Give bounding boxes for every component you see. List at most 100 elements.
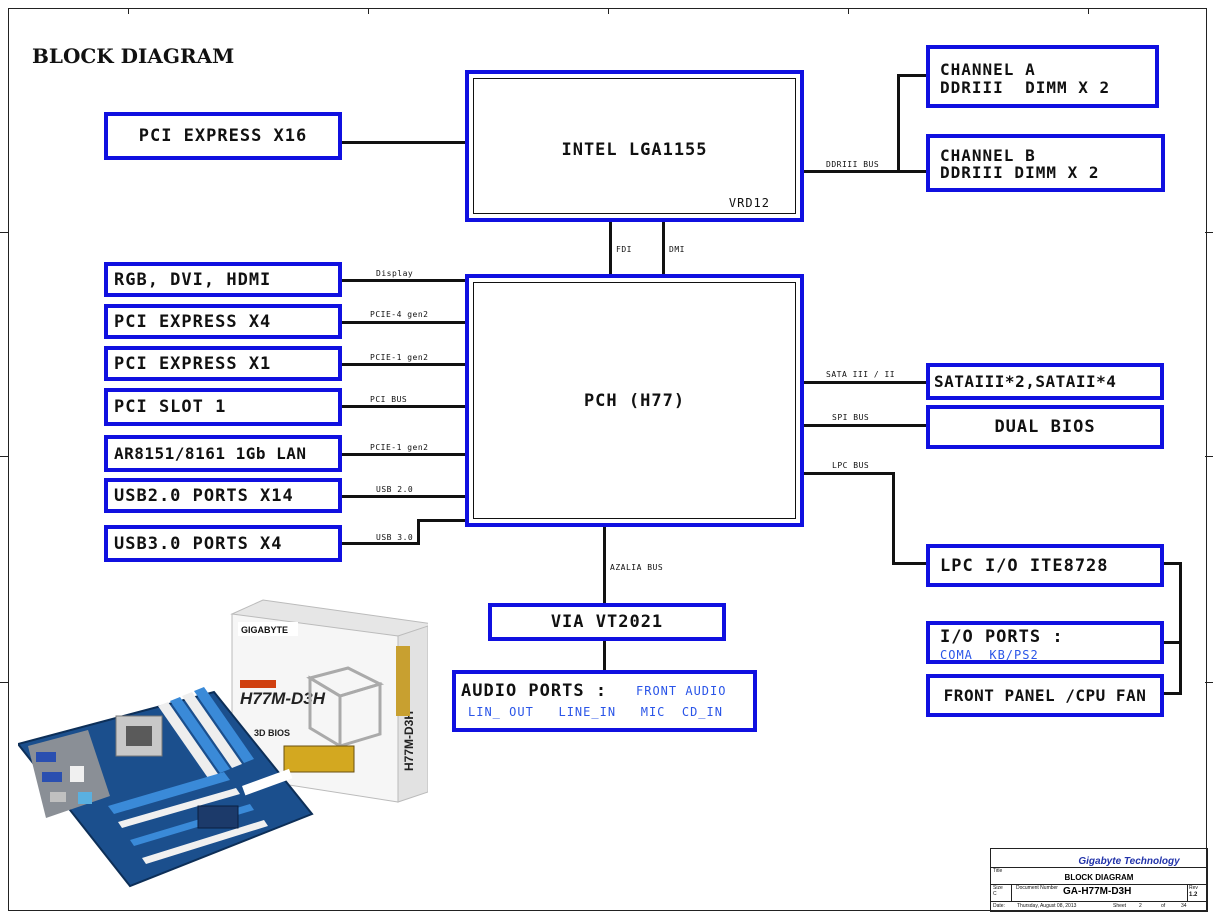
motherboard-cpu-lever (126, 726, 152, 746)
title-block-sheet-label: Sheet (1113, 903, 1127, 909)
io-ports-label: I/O PORTS : (940, 627, 1064, 647)
motherboard-logo-plate (242, 768, 293, 796)
frame-tick (0, 682, 8, 683)
usb2-bus-label: USB 2.0 (376, 485, 414, 494)
title-block-date-label: Date: (993, 903, 1005, 909)
lpc-link-b (892, 472, 895, 564)
display-bus-label: Display (376, 269, 414, 278)
front-audio-label: FRONT AUDIO (636, 684, 727, 698)
front-panel-link (1162, 692, 1182, 695)
ddr-bus-line (803, 170, 899, 173)
ddr-bus-chan-a (897, 74, 928, 77)
motherboard-rear-ports (36, 752, 92, 804)
io-ports-sub: COMA KB/PS2 (940, 648, 1039, 662)
channel-a-block: CHANNEL A DDRIII DIMM X 2 (926, 45, 1159, 108)
pcie16-block: PCI EXPRESS X16 (104, 112, 342, 160)
title-block: Gigabyte Technology Title BLOCK DIAGRAM … (990, 848, 1208, 912)
frame-tick (368, 8, 369, 14)
package-badge-strip (240, 680, 276, 688)
lpc-io-block: LPC I/O ITE8728 (926, 544, 1164, 587)
lpc-io-out (1162, 562, 1182, 565)
sata-label: SATAIII*2,SATAII*4 (934, 372, 1117, 391)
channel-a-line1: CHANNEL A (940, 60, 1036, 79)
frame-tick (1088, 8, 1089, 14)
fdi-line (609, 220, 612, 276)
pci-bus-label: PCI BUS (370, 395, 408, 404)
frame-tick (848, 8, 849, 14)
pci-link (340, 405, 466, 408)
motherboard-chipset (197, 805, 239, 829)
pch-label: PCH (H77) (583, 390, 686, 411)
pci-slot-label: PCI SLOT 1 (114, 397, 227, 417)
ddr-bus-label: DDRIII BUS (826, 160, 880, 169)
audio-ports-block: AUDIO PORTS : FRONT AUDIO LIN_ OUT LINE_… (452, 670, 757, 732)
dmi-line (662, 220, 665, 276)
pcie4-block: PCI EXPRESS X4 (104, 304, 342, 339)
audio-ports-label: AUDIO PORTS : (461, 681, 608, 701)
title-block-rev: 1.2 (1189, 892, 1198, 898)
sata-link (803, 381, 928, 384)
frame-tick (1205, 456, 1213, 457)
frame-tick (1205, 232, 1213, 233)
lpc-link-a (803, 472, 895, 475)
io-ports-block: I/O PORTS : COMA KB/PS2 (926, 621, 1164, 664)
spi-link (803, 424, 928, 427)
package-ultra-durable (283, 745, 355, 773)
usb3-link-a (340, 542, 420, 545)
package-model: H77M-D3H (240, 689, 326, 708)
pcie4-label: PCI EXPRESS X4 (114, 311, 272, 332)
fdi-label: FDI (616, 245, 632, 254)
cpu-block: INTEL LGA1155 VRD12 (465, 70, 804, 222)
frame-tick (1205, 682, 1213, 683)
product-photo: GIGABYTE H77M-D3H 3D BIOS H77M-D3H (18, 599, 428, 888)
bios-label: DUAL BIOS (994, 417, 1096, 437)
pcie1-block: PCI EXPRESS X1 (104, 346, 342, 381)
channel-b-line2: DDRIII DIMM X 2 (940, 163, 1100, 182)
package-side-strip (396, 646, 410, 716)
display-label: RGB, DVI, HDMI (114, 269, 272, 290)
ddr-bus-chan-b (897, 170, 928, 173)
pcie4-link (340, 321, 466, 324)
motherboard-dimm-slots (158, 687, 254, 778)
lpc-link-c (892, 562, 928, 565)
title-block-company: Gigabyte Technology (1078, 856, 1180, 867)
package-brand-bg (238, 622, 298, 636)
usb3-link-b (417, 519, 420, 545)
usb3-link-c (417, 519, 466, 522)
package-side-model: H77M-D3H (402, 711, 416, 771)
front-panel-label: FRONT PANEL /CPU FAN (943, 686, 1147, 705)
frame-tick (608, 8, 609, 14)
page-title: BLOCK DIAGRAM (32, 44, 235, 68)
channel-a-line2: DDRIII DIMM X 2 (940, 78, 1111, 97)
usb2-block: USB2.0 PORTS X14 (104, 478, 342, 513)
title-block-docnum-label: Document Number (1016, 885, 1058, 891)
codec-block: VIA VT2021 (488, 603, 726, 641)
lan-link (340, 453, 466, 456)
display-block: RGB, DVI, HDMI (104, 262, 342, 297)
lpc-io-label: LPC I/O ITE8728 (940, 555, 1109, 576)
sata-block: SATAIII*2,SATAII*4 (926, 363, 1164, 400)
display-link (340, 279, 466, 282)
azalia-line (603, 526, 606, 605)
codec-label: VIA VT2021 (550, 612, 664, 632)
usb2-label: USB2.0 PORTS X14 (114, 485, 294, 506)
pcie1-label: PCI EXPRESS X1 (114, 353, 272, 374)
package-badge: 3D BIOS (254, 728, 290, 738)
channel-b-block: CHANNEL B DDRIII DIMM X 2 (926, 134, 1165, 192)
title-block-sheet: 2 (1139, 903, 1142, 909)
lan-label: AR8151/8161 1Gb LAN (114, 444, 307, 463)
sata-bus-label: SATA III / II (826, 370, 896, 379)
front-panel-block: FRONT PANEL /CPU FAN (926, 674, 1164, 717)
pcie16-label: PCI EXPRESS X16 (138, 126, 308, 146)
codec-audio-line (603, 639, 606, 672)
frame-tick (0, 456, 8, 457)
audio-jacks-label: LIN_ OUT LINE_IN MIC CD_IN (468, 705, 723, 719)
title-block-total: 34 (1181, 903, 1187, 909)
lan-bus-label: PCIE-1 gen2 (370, 443, 429, 452)
lpc-io-riser (1179, 562, 1182, 695)
pcie1-bus-label: PCIE-1 gen2 (370, 353, 429, 362)
bios-block: DUAL BIOS (926, 405, 1164, 449)
pcie16-link (340, 141, 466, 144)
title-block-date: Thursday, August 08, 2013 (1017, 903, 1077, 909)
